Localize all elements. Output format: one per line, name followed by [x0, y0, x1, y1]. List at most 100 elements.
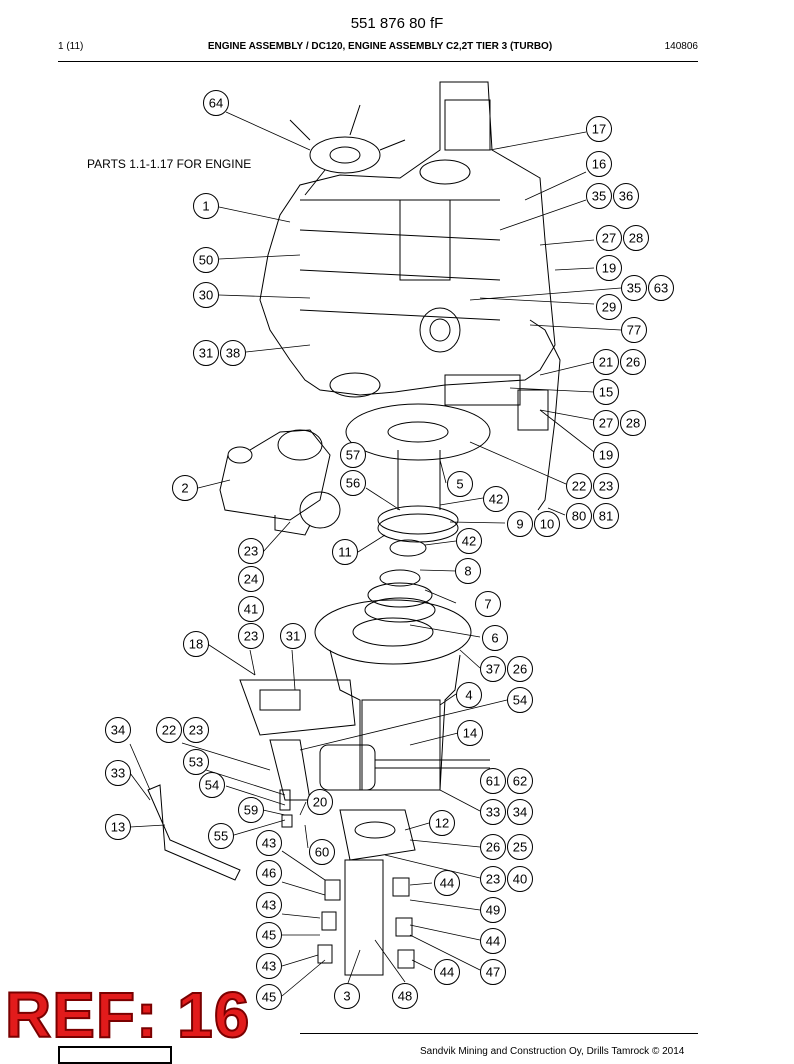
callout-label: 11 [338, 545, 352, 560]
callout-label: 3 [343, 989, 350, 1004]
callout-22: 22 [156, 717, 182, 743]
callout-circle [455, 558, 481, 584]
callout-label: 26 [513, 662, 527, 677]
callout-label: 56 [346, 476, 360, 491]
callout-circle [183, 631, 209, 657]
callout-35: 35 [586, 183, 612, 209]
page-title: ENGINE ASSEMBLY / DC120, ENGINE ASSEMBLY… [207, 41, 553, 52]
callout-42: 42 [483, 486, 509, 512]
callout-label: 22 [572, 479, 586, 494]
callout-circle [586, 183, 612, 209]
callout-label: 45 [262, 990, 276, 1005]
callout-34: 34 [507, 799, 533, 825]
guard-plate-illustration [147, 784, 241, 881]
callout-label: 41 [244, 602, 258, 617]
callout-20: 20 [307, 789, 333, 815]
callout-23: 23 [238, 623, 264, 649]
callout-circle [586, 151, 612, 177]
callout-7: 7 [475, 591, 501, 617]
callout-42: 42 [456, 528, 482, 554]
callout-label: 21 [599, 355, 613, 370]
callout-label: 23 [189, 723, 203, 738]
ref-stamp: REF: 16 [4, 979, 251, 1051]
callout-circle [457, 720, 483, 746]
callout-label: 7 [484, 597, 491, 612]
callout-label: 43 [262, 898, 276, 913]
leader-lines [129, 111, 622, 997]
callout-circle [480, 656, 506, 682]
callout-5: 5 [447, 471, 473, 497]
callout-label: 40 [513, 872, 527, 887]
callout-label: 34 [513, 805, 527, 820]
callout-label: 31 [286, 629, 300, 644]
callout-circle [593, 349, 619, 375]
callout-33: 33 [105, 760, 131, 786]
callout-label: 10 [540, 517, 554, 532]
callout-circle [507, 866, 533, 892]
callout-label: 48 [398, 989, 412, 1004]
callout-77: 77 [621, 317, 647, 343]
callout-37: 37 [480, 656, 506, 682]
callout-label: 5 [456, 477, 463, 492]
callout-label: 50 [199, 253, 213, 268]
callout-label: 23 [244, 544, 258, 559]
callout-circle [332, 539, 358, 565]
callout-59: 59 [238, 797, 264, 823]
callout-16: 16 [586, 151, 612, 177]
footer-copyright: Sandvik Mining and Construction Oy, Dril… [420, 1046, 685, 1057]
callout-label: 64 [209, 96, 223, 111]
callout-28: 28 [623, 225, 649, 251]
callout-circle [507, 834, 533, 860]
callout-label: 27 [599, 416, 613, 431]
callout-circle [447, 471, 473, 497]
callout-label: 6 [491, 631, 498, 646]
callout-label: 44 [440, 965, 454, 980]
callout-circle [566, 473, 592, 499]
callout-circle [334, 983, 360, 1009]
gearbox-illustration [279, 789, 416, 976]
callout-9: 9 [507, 511, 533, 537]
callout-1: 1 [193, 193, 219, 219]
callout-57: 57 [340, 442, 366, 468]
callout-circle [238, 623, 264, 649]
callout-56: 56 [340, 470, 366, 496]
callout-label: 4 [465, 688, 472, 703]
callout-label: 43 [262, 836, 276, 851]
callout-label: 35 [627, 281, 641, 296]
callout-circle [480, 959, 506, 985]
callout-62: 62 [507, 768, 533, 794]
callout-circle [434, 959, 460, 985]
callout-circle [429, 810, 455, 836]
callout-circle [280, 623, 306, 649]
callout-44: 44 [434, 959, 460, 985]
callout-49: 49 [480, 897, 506, 923]
callout-circle [596, 255, 622, 281]
callout-54: 54 [507, 687, 533, 713]
callout-label: 63 [654, 281, 668, 296]
callout-label: 19 [599, 448, 613, 463]
coupling-illustration [364, 539, 436, 623]
callout-33: 33 [480, 799, 506, 825]
callout-label: 49 [486, 903, 500, 918]
callout-label: 54 [513, 693, 527, 708]
callout-circle [480, 834, 506, 860]
callout-label: 33 [111, 766, 125, 781]
callout-26: 26 [620, 349, 646, 375]
callout-43: 43 [256, 953, 282, 979]
callout-label: 61 [486, 774, 500, 789]
callout-27: 27 [596, 225, 622, 251]
callout-label: 19 [602, 261, 616, 276]
callout-48: 48 [392, 983, 418, 1009]
callout-label: 22 [162, 723, 176, 738]
callout-circle [392, 983, 418, 1009]
callout-circle [596, 294, 622, 320]
callout-54: 54 [199, 772, 225, 798]
callout-13: 13 [105, 814, 131, 840]
callout-circle [483, 486, 509, 512]
callout-label: 60 [315, 845, 329, 860]
callout-label: 54 [205, 778, 219, 793]
callout-circle [193, 193, 219, 219]
callout-19: 19 [593, 442, 619, 468]
callout-17: 17 [586, 116, 612, 142]
